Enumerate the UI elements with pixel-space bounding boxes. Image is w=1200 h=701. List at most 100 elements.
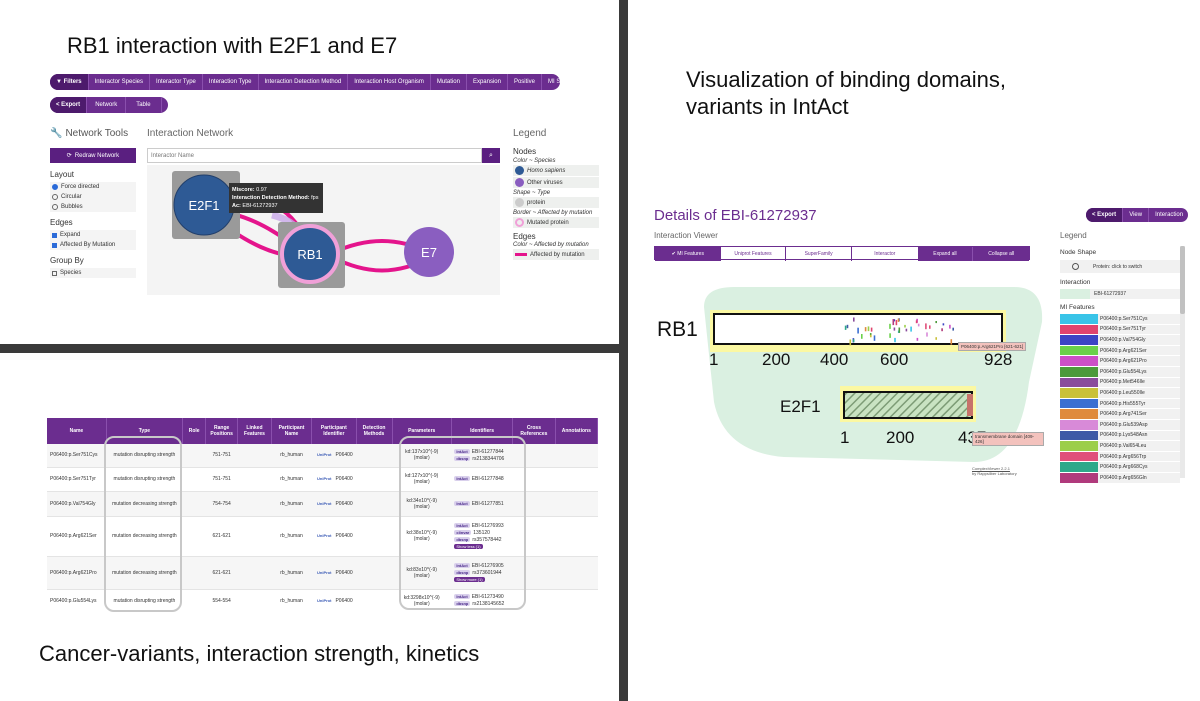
filter-tab[interactable]: Interactor Species (89, 74, 150, 90)
layout-option[interactable]: Force directed (50, 182, 136, 192)
variant-mark[interactable] (849, 339, 852, 346)
mi-feature-item[interactable]: P06400:p.Met546Ile (1060, 377, 1184, 389)
variant-mark[interactable] (870, 327, 873, 332)
uniprot-tag[interactable]: UniProt (317, 500, 332, 506)
mi-feature-item[interactable]: P06400:p.Val654Leu (1060, 441, 1184, 452)
variant-mark[interactable] (889, 333, 891, 338)
variant-mark[interactable] (929, 325, 931, 329)
variant-mark[interactable] (893, 327, 896, 331)
variant-mark[interactable] (949, 324, 951, 329)
mi-feature-item[interactable]: P06400:p.Ser751Tyr (1060, 324, 1184, 336)
mi-feature-item[interactable]: P06400:p.Lys548Asn (1060, 430, 1184, 442)
uniprot-id-link[interactable]: P06400 (335, 500, 353, 507)
filters-button[interactable]: ▼ Filters (50, 74, 89, 90)
tab-superfamily[interactable]: SuperFamily (786, 247, 852, 261)
export-network-tab[interactable]: Network (87, 97, 127, 113)
tab-interactor[interactable]: Interactor (874, 251, 896, 257)
filter-tab[interactable]: Positive (508, 74, 542, 90)
column-header[interactable]: Participant Identifier (311, 418, 357, 444)
variant-mark[interactable] (935, 321, 937, 324)
variant-mark[interactable] (869, 333, 872, 336)
variant-mark[interactable] (897, 318, 900, 322)
column-header[interactable]: Role (182, 418, 207, 444)
variant-mark[interactable] (846, 324, 849, 329)
variant-mark[interactable] (904, 324, 906, 328)
filter-tab[interactable]: MI Score (542, 74, 560, 90)
details-interaction-button[interactable]: Interaction (1155, 212, 1184, 218)
layout-option[interactable]: Circular (50, 192, 136, 202)
mi-feature-item[interactable]: P06400:p.Glu554Lys (1060, 366, 1184, 378)
variant-mark[interactable] (942, 323, 945, 326)
variant-mark[interactable] (905, 328, 908, 332)
variant-mark[interactable] (864, 327, 867, 332)
interactor-search-input[interactable]: Interactor Name (147, 148, 482, 163)
mi-feature-item[interactable]: P06400:p.Leu550Ile (1060, 388, 1184, 399)
filter-tab[interactable]: Expansion (467, 74, 508, 90)
column-header[interactable]: Participant Name (271, 418, 313, 444)
variant-mark[interactable] (926, 332, 928, 337)
filter-tab[interactable]: Interactor Type (150, 74, 203, 90)
legend-scrollbar[interactable] (1180, 246, 1185, 478)
variant-mark[interactable] (889, 323, 891, 329)
uniprot-id-link[interactable]: P06400 (335, 452, 353, 459)
radio-icon[interactable] (52, 194, 58, 200)
uniprot-tag[interactable]: UniProt (317, 452, 332, 458)
mi-feature-item[interactable]: P06400:p.Arg656Trp (1060, 451, 1184, 463)
column-header[interactable]: Detection Methods (356, 418, 393, 444)
tab-uniprot-features[interactable]: Uniprot Features (721, 247, 787, 261)
filter-tab[interactable]: Mutation (431, 74, 467, 90)
variant-mark[interactable] (950, 339, 953, 345)
uniprot-id-link[interactable]: P06400 (335, 569, 353, 576)
mi-feature-item[interactable]: P06400:p.His555Tyr (1060, 398, 1184, 410)
variant-mark[interactable] (952, 327, 954, 331)
column-header[interactable]: Name (47, 418, 107, 444)
groupby-option[interactable]: Species (50, 268, 136, 278)
column-header[interactable]: Type (106, 418, 184, 444)
mi-feature-item[interactable]: P06400:p.Val754Gly (1060, 335, 1184, 346)
column-header[interactable]: Annotations (555, 418, 598, 444)
details-export-button[interactable]: < Export (1086, 208, 1124, 222)
variant-mark[interactable] (867, 326, 870, 332)
edge-option[interactable]: Affected By Mutation (50, 240, 136, 250)
variant-mark[interactable] (844, 325, 847, 330)
variant-mark[interactable] (925, 323, 927, 330)
node-rb1[interactable] (280, 224, 340, 284)
mi-feature-item[interactable]: P06400:p.Arg621Pro (1060, 356, 1184, 367)
variant-mark[interactable] (892, 319, 895, 326)
layout-option[interactable]: Bubbles (50, 202, 136, 212)
collapse-all-button[interactable]: Collapse all (973, 247, 1029, 261)
e2f1-bar[interactable] (843, 391, 973, 419)
filter-tab[interactable]: Interaction Host Organism (348, 74, 431, 90)
uniprot-tag[interactable]: UniProt (317, 533, 332, 538)
expand-all-button[interactable]: Expand all (917, 247, 974, 261)
variant-mark[interactable] (853, 317, 855, 322)
variant-mark[interactable] (941, 328, 943, 332)
filter-tab[interactable]: Interaction Type (203, 74, 259, 90)
mi-feature-item[interactable]: P06400:p.Ser751Cys (1060, 314, 1184, 325)
export-table-tab[interactable]: Table (126, 97, 162, 113)
uniprot-tag[interactable]: UniProt (317, 569, 332, 575)
tab-mi-features[interactable]: ✔ MI Features (655, 247, 721, 261)
mi-feature-item[interactable]: P06400:p.Arg741Ser (1060, 409, 1184, 420)
mi-feature-item[interactable]: P06400:p.Arg668Cys (1060, 462, 1184, 473)
node-e7[interactable] (404, 227, 454, 277)
variant-mark[interactable] (873, 335, 876, 341)
variant-mark[interactable] (935, 337, 937, 340)
column-header[interactable]: Linked Features (237, 418, 272, 444)
edge-option[interactable]: Expand (50, 230, 136, 240)
variant-mark[interactable] (916, 337, 919, 341)
node-shape-item[interactable]: Protein: click to switch (1060, 260, 1184, 273)
uniprot-id-link[interactable]: P06400 (335, 533, 353, 539)
radio-icon[interactable] (52, 204, 58, 210)
variant-mark[interactable] (894, 337, 896, 343)
